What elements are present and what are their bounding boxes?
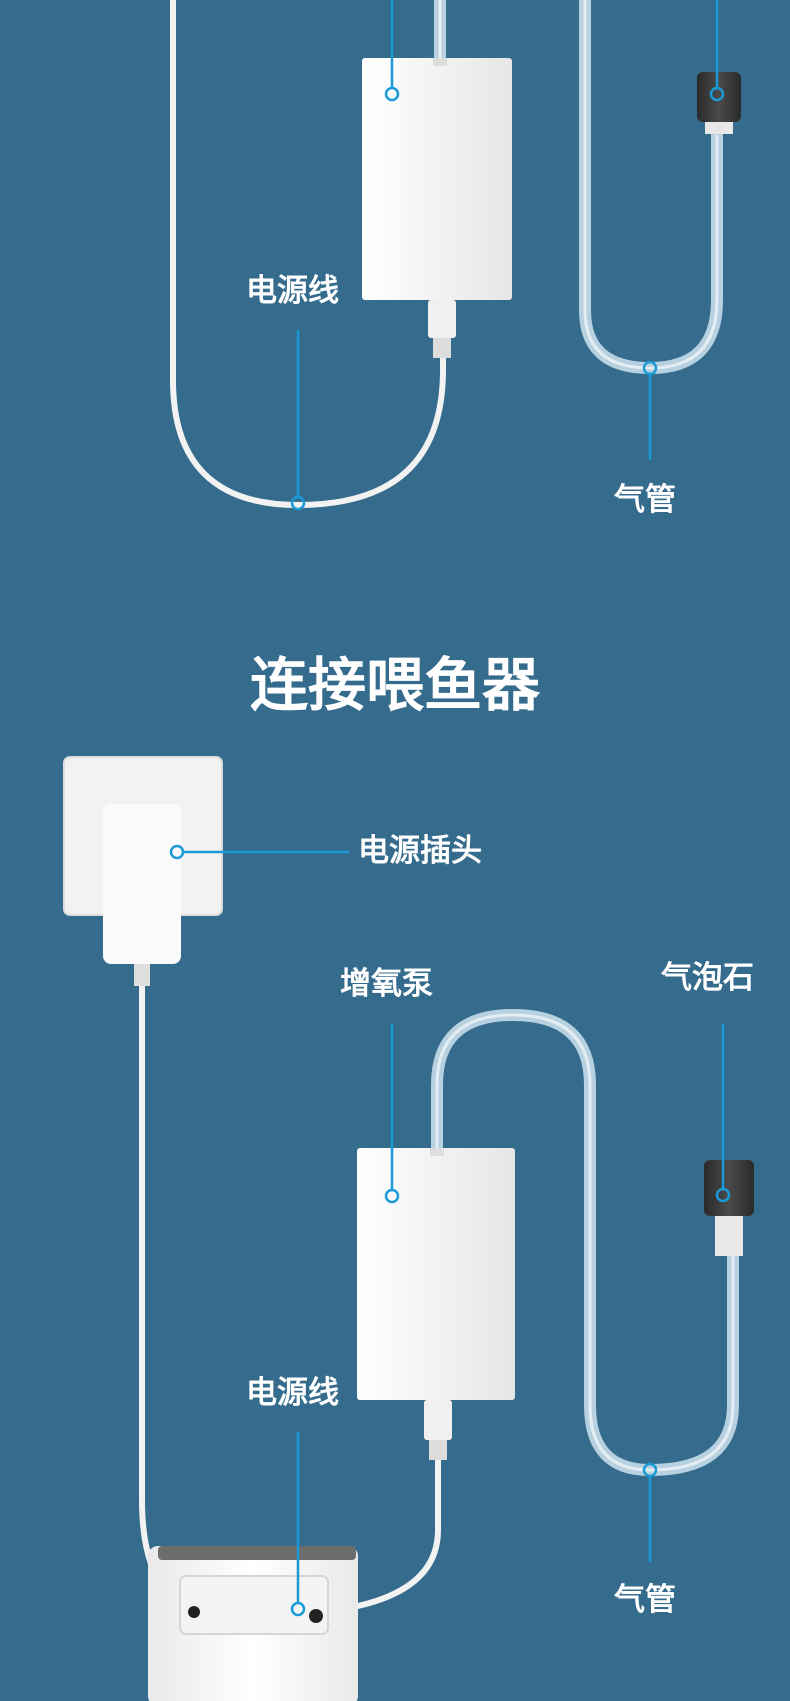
bottom-label-air-pump: 增氧泵 <box>340 966 433 1002</box>
bottom-label-power-plug: 电源插头 <box>358 833 482 869</box>
bottom-label-air-tube: 气管 <box>614 1582 676 1618</box>
power-plug <box>103 804 181 964</box>
top-pump-connector <box>428 300 456 338</box>
section-heading: 连接喂鱼器 <box>249 651 540 719</box>
bottom-pump-connector <box>424 1400 452 1440</box>
bottom-air-stone <box>704 1160 754 1216</box>
bottom-label-air-stone: 气泡石 <box>661 960 754 996</box>
bottom-label-power-cord: 电源线 <box>246 1375 339 1411</box>
top-air-pump <box>362 58 512 300</box>
top-label-power-cord: 电源线 <box>246 273 339 309</box>
bottom-power-cord-plug <box>139 986 194 1613</box>
bottom-air-pump <box>357 1148 515 1400</box>
top-label-air-tube: 气管 <box>614 482 676 518</box>
top-air-stone <box>697 72 741 122</box>
top-power-cord <box>170 0 446 509</box>
